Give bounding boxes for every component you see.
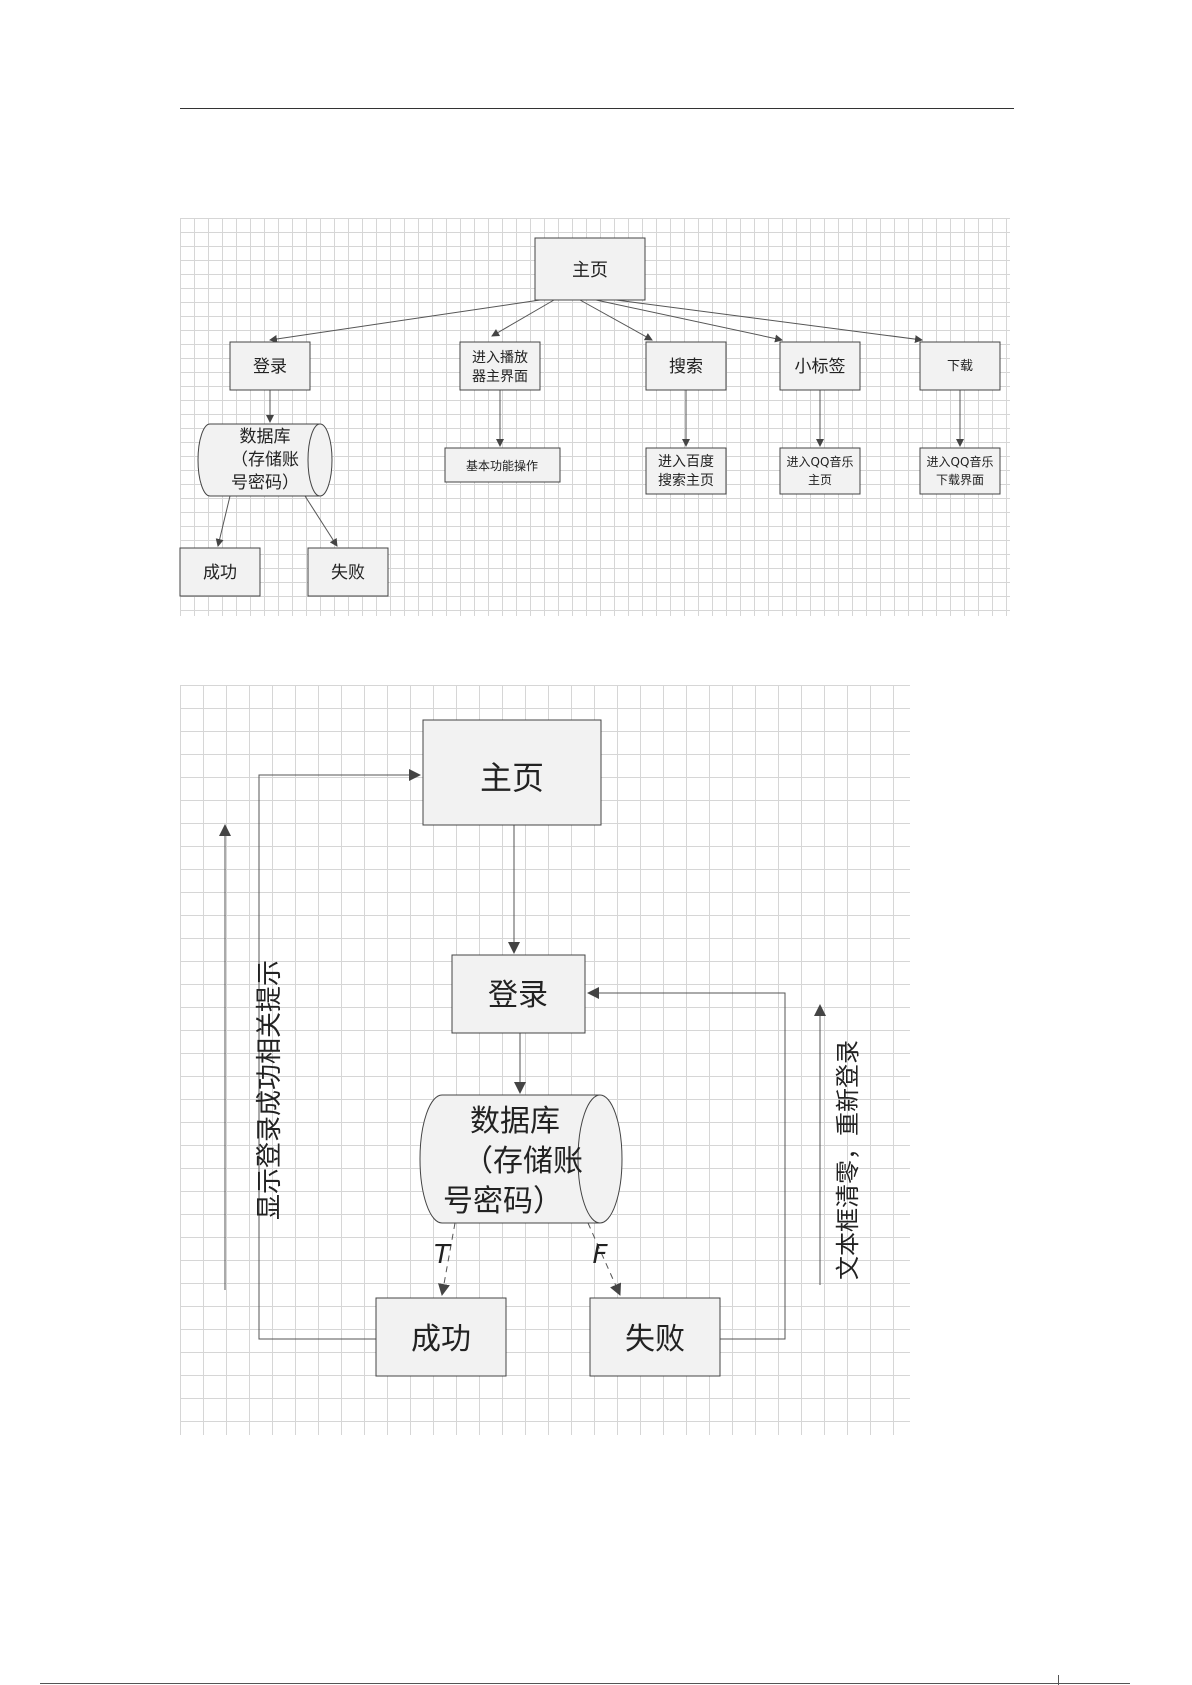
edge-db-success: [218, 496, 230, 546]
login-flow-canvas: 主页 登录 数据库 （存储账 号密码） T F 成功 失败 显示登录成功相关提示…: [180, 685, 910, 1435]
site-structure-canvas: 主页 登录 进入播放 器主界面 搜索 小标签 下载 数据库 （存储账: [180, 218, 1010, 616]
d1-node-qq-home: 进入QQ音乐 主页: [780, 448, 860, 494]
d2-false-label: F: [593, 1240, 609, 1270]
d1-basic-ops-label: 基本功能操作: [466, 458, 538, 473]
d2-node-login: 登录: [452, 955, 585, 1033]
d1-node-login: 登录: [230, 342, 310, 390]
login-flow-diagram: 主页 登录 数据库 （存储账 号密码） T F 成功 失败 显示登录成功相关提示…: [180, 685, 910, 1435]
d1-node-player: 进入播放 器主界面: [460, 342, 540, 390]
edge-home-login: [270, 300, 540, 340]
d1-qq-home-label-1: 进入QQ音乐: [787, 454, 854, 469]
d1-node-search: 搜索: [646, 342, 726, 390]
d1-player-label-1: 进入播放: [472, 350, 528, 366]
d1-search-label: 搜索: [669, 357, 703, 377]
d2-node-success: 成功: [376, 1298, 506, 1376]
d1-qq-dl-label-1: 进入QQ音乐: [927, 454, 994, 469]
d1-player-label-2: 器主界面: [472, 369, 528, 385]
d2-node-home: 主页: [423, 720, 601, 825]
d2-success-label: 成功: [411, 1322, 471, 1357]
d1-failure-label: 失败: [331, 563, 365, 583]
d1-success-label: 成功: [203, 563, 237, 583]
d2-db-label-3: 号密码）: [443, 1184, 563, 1219]
edge-home-tags: [596, 300, 782, 340]
d1-baidu-label-2: 搜索主页: [658, 472, 714, 489]
d1-db-label-1: 数据库: [240, 427, 291, 447]
d1-db-label-2: （存储账: [231, 450, 299, 470]
d1-node-failure: 失败: [308, 548, 388, 596]
edge-home-download: [616, 300, 922, 340]
d1-tags-label: 小标签: [795, 357, 846, 377]
d2-edges: [225, 775, 820, 1339]
d1-node-qq-download: 进入QQ音乐 下载界面: [920, 448, 1000, 494]
d2-node-failure: 失败: [590, 1298, 720, 1376]
d1-db-label-3: 号密码）: [231, 473, 299, 493]
d1-login-label: 登录: [253, 357, 287, 377]
d2-db-label-2: （存储账: [463, 1144, 583, 1179]
d2-node-database: 数据库 （存储账 号密码）: [420, 1095, 622, 1223]
d1-baidu-label-1: 进入百度: [658, 454, 714, 470]
d2-login-label: 登录: [488, 978, 548, 1013]
d1-edges: [218, 300, 960, 546]
d1-qq-dl-label-2: 下载界面: [936, 473, 984, 487]
d2-right-note: 文本框清零，重新登录: [834, 1040, 862, 1280]
d1-home-label: 主页: [572, 260, 608, 281]
d1-node-tags: 小标签: [780, 342, 860, 390]
d1-qq-home-label-2: 主页: [808, 473, 832, 487]
d1-node-download: 下载: [920, 342, 1000, 390]
edge-home-search: [580, 300, 652, 340]
d2-db-label-1: 数据库: [470, 1104, 560, 1139]
edge-db-failure: [305, 496, 337, 546]
footer-rule: [40, 1683, 1130, 1684]
d1-node-home: 主页: [535, 238, 645, 300]
d2-true-label: T: [434, 1240, 452, 1270]
d1-node-baidu: 进入百度 搜索主页: [646, 448, 726, 494]
footer-tick: [1058, 1675, 1059, 1685]
d1-download-label: 下载: [947, 359, 973, 374]
site-structure-diagram: 主页 登录 进入播放 器主界面 搜索 小标签 下载 数据库 （存储账: [180, 218, 1010, 616]
d2-left-note: 显示登录成功相关提示: [255, 960, 285, 1220]
d1-node-basic-ops: 基本功能操作: [445, 448, 560, 482]
d1-node-success: 成功: [180, 548, 260, 596]
header-rule: [180, 108, 1014, 109]
d1-node-database: 数据库 （存储账 号密码）: [198, 424, 332, 496]
d2-home-label: 主页: [480, 759, 544, 797]
d2-failure-label: 失败: [625, 1322, 685, 1357]
